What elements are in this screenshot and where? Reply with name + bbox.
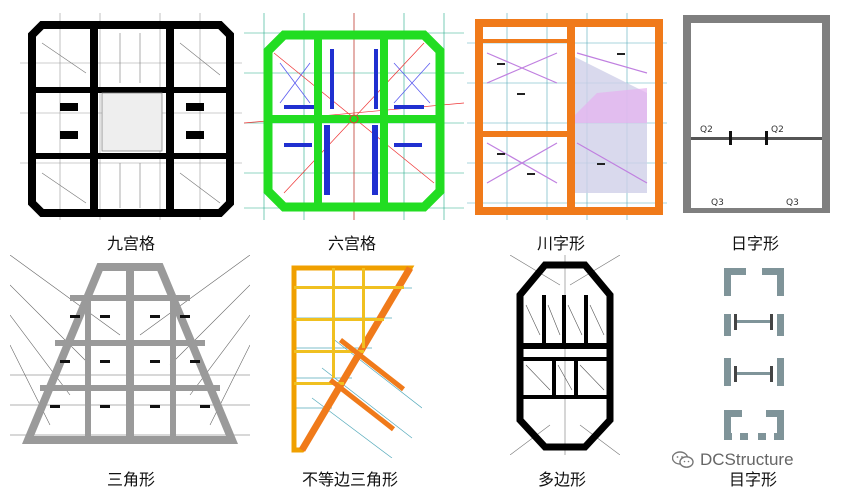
caption-liugongge: 六宫格: [327, 234, 377, 253]
watermark-text: DCStructure: [700, 450, 794, 469]
caption-budengbian-sanjiaoxing: 不等边三角形: [301, 470, 399, 489]
wechat-icon: [672, 451, 694, 469]
caption-rizixing: 日字形: [730, 234, 780, 253]
label-q3-right: Q3: [786, 198, 799, 208]
plan-liugongge: [244, 13, 464, 220]
plan-sanjiaoxing: [10, 255, 250, 460]
caption-duobianxing: 多边形: [537, 470, 587, 489]
plan-duobianxing: [510, 255, 620, 455]
plan-muzixing: [718, 262, 788, 447]
label-q2-left: Q2: [700, 125, 713, 135]
caption-chuanzixing: 川字形: [536, 234, 586, 253]
caption-sanjiaoxing: 三角形: [106, 470, 156, 489]
plan-chuanzixing: [467, 13, 667, 220]
watermark: DCStructure: [672, 450, 794, 470]
plan-rizixing: Q2 Q2 Q3 Q3: [683, 13, 830, 213]
plan-budengbian-sanjiaoxing: [272, 258, 422, 458]
plan-jiugongge: [20, 13, 242, 220]
caption-jiugongge: 九宫格: [106, 234, 156, 253]
caption-muzixing: 目字形: [728, 470, 778, 489]
label-q2-right: Q2: [771, 125, 784, 135]
label-q3-left: Q3: [711, 198, 724, 208]
